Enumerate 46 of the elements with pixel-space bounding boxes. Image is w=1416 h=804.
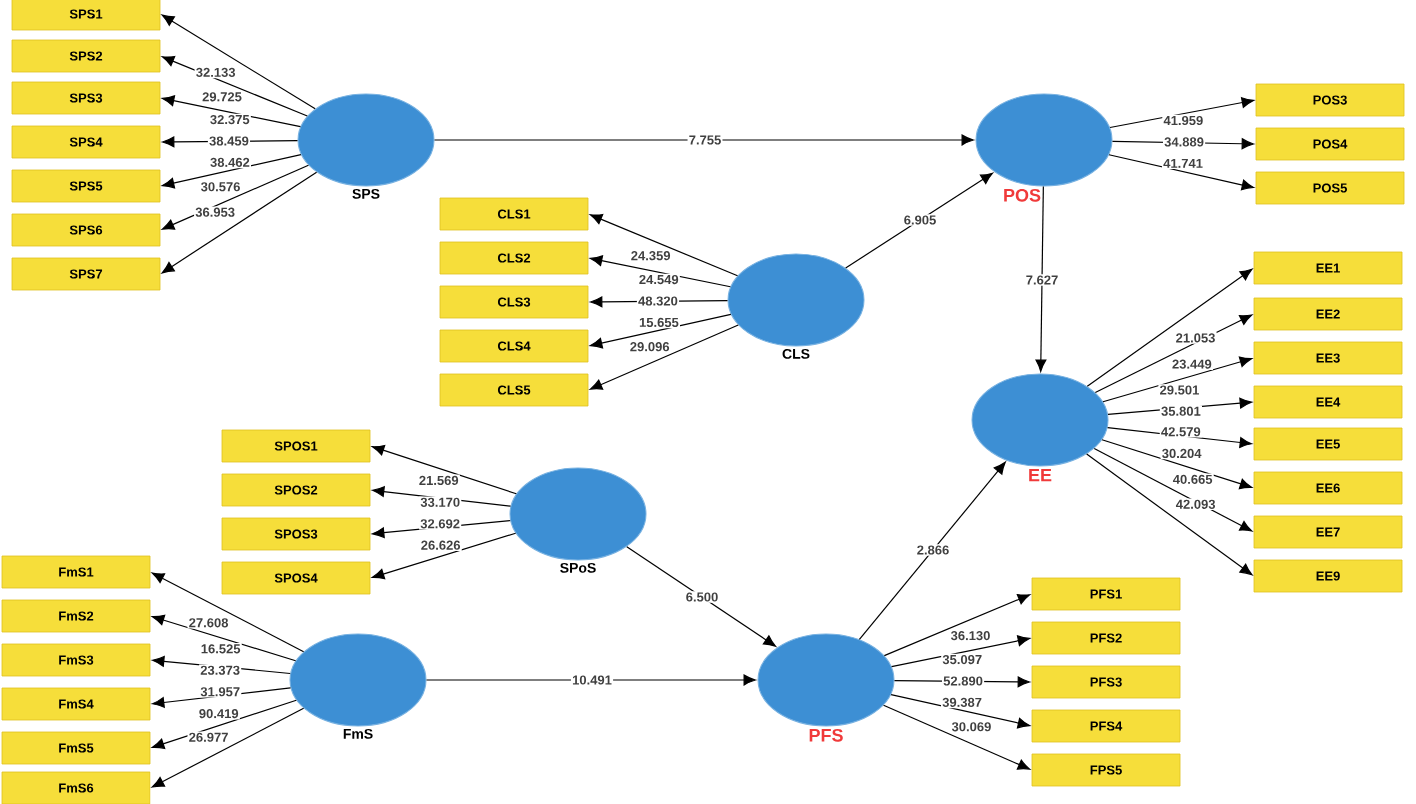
arrow <box>890 693 1031 729</box>
arrow <box>371 444 517 495</box>
arrow <box>161 14 316 110</box>
arrow <box>152 655 291 675</box>
arrow <box>161 171 318 274</box>
arrow <box>883 594 1031 657</box>
arrow <box>1035 185 1047 372</box>
arrow <box>161 164 310 230</box>
arrow <box>589 214 739 277</box>
node-label: EE <box>1029 468 1052 482</box>
arrow <box>1107 427 1253 448</box>
arrow <box>372 519 511 539</box>
arrow <box>858 461 1006 640</box>
arrow <box>590 296 729 308</box>
arrow <box>161 153 302 189</box>
arrow <box>151 572 305 653</box>
arrow <box>433 134 974 146</box>
arrow <box>589 324 739 390</box>
node-label: POS <box>1004 188 1041 202</box>
arrow <box>589 313 732 349</box>
arrow <box>151 614 297 662</box>
arrow <box>1108 154 1255 191</box>
arrow <box>891 635 1031 668</box>
arrow <box>161 95 302 128</box>
arrow <box>1102 356 1253 403</box>
arrow <box>626 546 777 647</box>
arrow <box>1086 453 1253 576</box>
arrow <box>152 687 292 708</box>
arrow <box>883 704 1031 770</box>
arrow <box>589 255 731 288</box>
arrow <box>1093 447 1253 532</box>
arrow <box>1086 268 1253 387</box>
arrow <box>1111 138 1255 150</box>
arrow <box>845 172 994 269</box>
arrow <box>151 699 297 750</box>
arrow <box>425 674 756 686</box>
arrow <box>371 486 512 507</box>
arrow <box>371 532 517 580</box>
arrow <box>1101 439 1253 490</box>
arrow <box>893 676 1031 688</box>
arrow <box>1107 397 1253 415</box>
arrow <box>151 707 305 788</box>
arrow <box>1094 314 1253 394</box>
arrow <box>1109 97 1255 129</box>
node-label: PFS <box>809 728 843 742</box>
arrow <box>161 55 308 117</box>
